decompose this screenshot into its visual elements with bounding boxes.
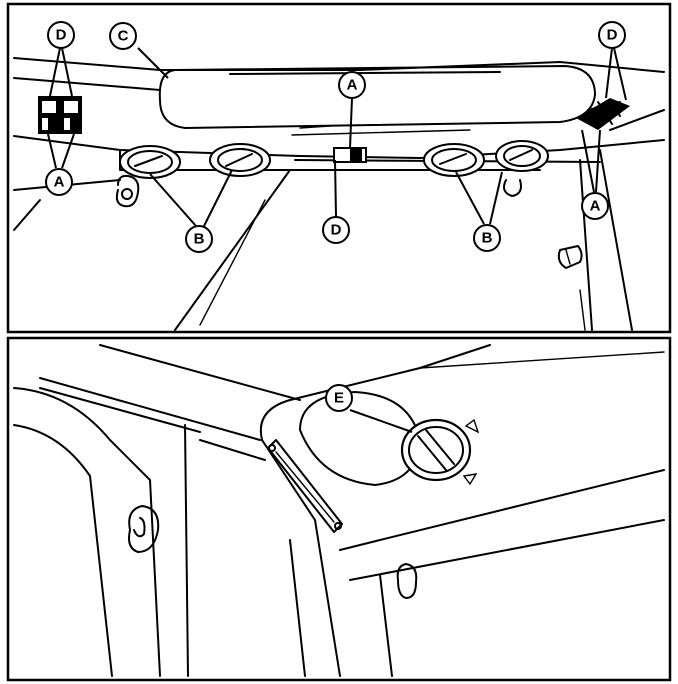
- callout-d-right: D: [598, 21, 626, 49]
- callout-c-label: C: [118, 28, 129, 45]
- center-switch: [333, 147, 367, 163]
- callout-d-right-label: D: [607, 27, 618, 44]
- coat-hook-right: [503, 179, 522, 197]
- callout-b-right: B: [473, 224, 501, 252]
- top-leaders: [47, 47, 627, 227]
- air-vent-left-2: [209, 143, 271, 177]
- top-panel-frame: [6, 2, 672, 334]
- callout-d-left-label: D: [56, 27, 67, 44]
- right-switch-block: [576, 98, 630, 130]
- callout-d-left: D: [47, 21, 75, 49]
- rotary-control-knob: [400, 418, 480, 486]
- bottom-panel: E: [6, 336, 672, 682]
- callout-a-left: A: [45, 168, 73, 196]
- callout-e: E: [325, 384, 353, 412]
- callout-b-left: B: [185, 225, 213, 253]
- air-vent-right-2: [495, 140, 549, 172]
- callout-c: C: [109, 22, 137, 50]
- callout-a-right-label: A: [590, 198, 601, 215]
- top-panel: D C A A D B D B: [6, 2, 672, 334]
- callout-a-center: A: [338, 71, 366, 99]
- air-vent-left-1: [119, 145, 181, 179]
- rearview-mirror: [158, 65, 596, 136]
- slot-light-bar: [267, 439, 343, 533]
- callout-e-leader: [349, 409, 413, 433]
- callout-b-right-label: B: [482, 230, 493, 247]
- callout-a-right: A: [581, 192, 609, 220]
- callout-e-label: E: [334, 390, 344, 407]
- left-switch-block: [38, 96, 82, 134]
- coat-hook-left: [115, 174, 140, 208]
- small-knob-bottom: [396, 563, 418, 599]
- callout-a-left-label: A: [54, 174, 65, 191]
- callout-d-center-label: D: [331, 222, 342, 239]
- handle-right: [557, 245, 583, 269]
- callout-d-center: D: [322, 216, 350, 244]
- coat-hook-bottom: [128, 505, 160, 553]
- air-vent-right-1: [423, 143, 485, 177]
- cab-corner-structure: [13, 344, 665, 677]
- callout-a-center-label: A: [347, 77, 358, 94]
- callout-b-left-label: B: [194, 231, 205, 248]
